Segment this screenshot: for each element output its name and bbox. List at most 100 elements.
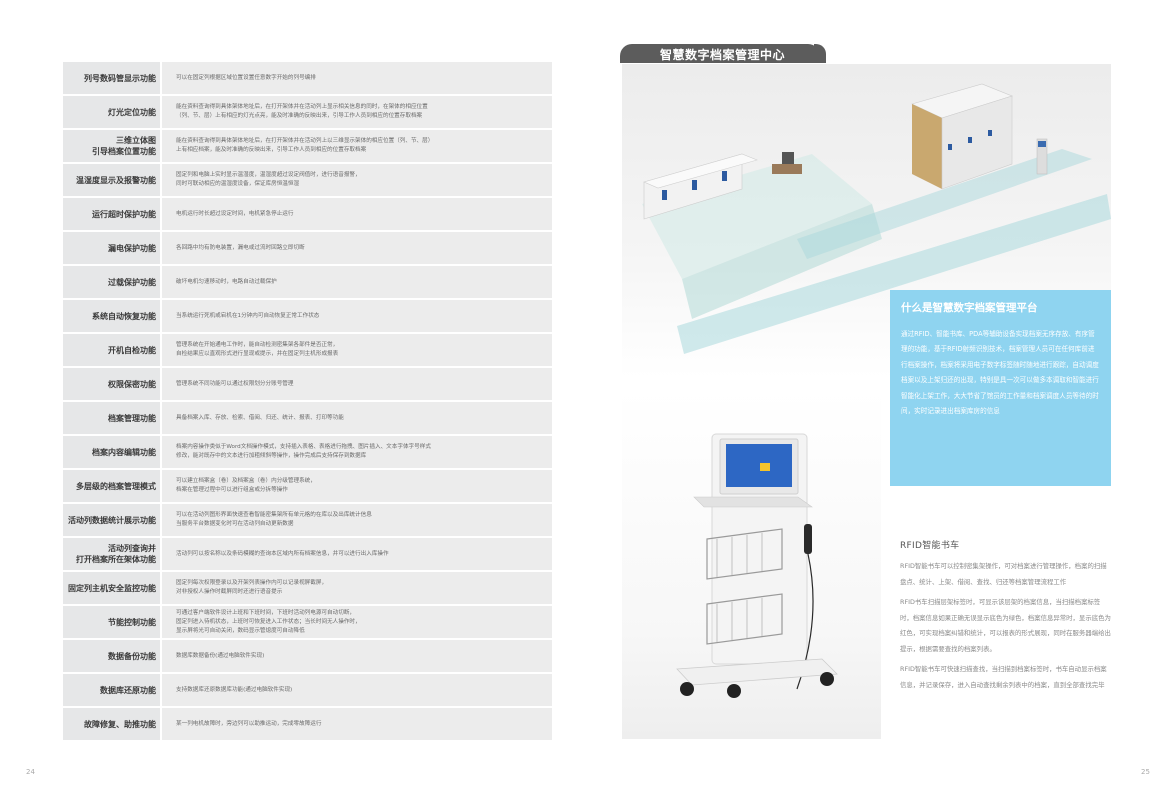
desk [772,164,802,174]
wheel [727,684,741,698]
cabinet-panel [662,190,667,200]
feature-name: 数据备份功能 [63,640,160,672]
feature-description: 可以在固定列根据区域位置设置任意数字开始的列号编排 [162,62,552,94]
desk-monitor [782,152,794,164]
table-row: 多层级的档案管理模式可以建立档案盒（卷）及档案盒（卷）内分级管理系统， 档案在管… [63,470,552,502]
shelving-front [941,95,1013,190]
wheel [820,672,834,686]
page-number-left: 24 [26,768,35,776]
feature-description: 支持数据库还原数据库功能(通过电脑软件实现) [162,674,552,706]
rfid-cart-photo [622,389,881,739]
cabinet-panel [722,171,727,181]
feature-description: 具备档案入库、存放、检索、借阅、归还、统计、报表、打印等功能 [162,402,552,434]
table-row: 过载保护功能破坏电机匀速移动时，电路自动过载保护 [63,266,552,298]
feature-description: 各回路中均有防电装置，漏电或过流时回路立即切断 [162,232,552,264]
table-row: 列号数码管显示功能可以在固定列根据区域位置设置任意数字开始的列号编排 [63,62,552,94]
info-box-body: 通过RFID、智能书库、PDA等辅助设备实现档案无序存放、有序管理的功能，基于R… [901,330,1099,416]
feature-name: 档案内容编辑功能 [63,436,160,468]
feature-name: 灯光定位功能 [63,96,160,128]
upper-basket [706,528,783,580]
feature-description: 破坏电机匀速移动时，电路自动过载保护 [162,266,552,298]
table-row: 活动列查询并 打开档案所在架体功能活动列可以按名称以及条码模糊的查询本区域内所有… [63,538,552,570]
table-row: 系统自动恢复功能当系统运行死机或宕机在1分钟内可自动恢复正常工作状态 [63,300,552,332]
rfid-cart-section: RFID智能书车 RFID智能书车可以控制密集架操作，可对档案进行管理操作，档案… [900,538,1112,698]
glass-wall-front [677,194,1111,354]
feature-name: 活动列查询并 打开档案所在架体功能 [63,538,160,570]
feature-name: 故障修复、助推功能 [63,708,160,740]
table-row: 权限保密功能管理系统不同功能可以通过权限划分分账号管理 [63,368,552,400]
table-row: 灯光定位功能能在资料查询得到具体架体地址后，在打开架体并在活动列上显示相关信息的… [63,96,552,128]
rfid-paragraph: RFID书车扫描层架标签时，可显示该层架的档案信息，当扫描档案标签时，档案信息如… [900,598,1111,653]
rfid-title: RFID智能书车 [900,541,960,551]
feature-description: 固定列每次权限登录以及开架列表操作内可以记录视屏截屏， 对非授权人操作时截屏同时… [162,572,552,604]
feature-name: 系统自动恢复功能 [63,300,160,332]
shelving-side [912,104,942,189]
keyboard-tray [693,496,813,508]
rfid-paragraph: RFID智能书车可以控制密集架操作，可对档案进行管理操作，档案的扫描盘点、统计、… [900,562,1107,586]
feature-description: 当系统运行死机或宕机在1分钟内可自动恢复正常工作状态 [162,300,552,332]
table-row: 数据库还原功能支持数据库还原数据库功能(通过电脑软件实现) [63,674,552,706]
feature-description: 可以在活动列图形界面快速查看智能密集架所有单元格的在库以及出库统计信息 当服务平… [162,504,552,536]
feature-description: 电机运行时长超过设定时间，电机紧急停止运行 [162,198,552,230]
archive-room-illustration [642,83,1111,354]
table-row: 数据备份功能数据库数据备份(通过电脑软件实现) [63,640,552,672]
feature-name: 权限保密功能 [63,368,160,400]
glass-wall-left [642,154,872,279]
platform-info-box: 什么是智慧数字档案管理平台 通过RFID、智能书库、PDA等辅助设备实现档案无序… [890,290,1111,486]
cart-monitor-screen [726,444,792,487]
feature-name: 三维立体图 引导档案位置功能 [63,130,160,162]
rfid-paragraph: RFID智能书车可快速扫描查找，当扫描到档案标签时，书车自动显示档案信息，并记录… [900,665,1107,689]
rfid-cart-illustration [676,433,838,698]
feature-name: 固定列主机安全监控功能 [63,572,160,604]
feature-name: 节能控制功能 [63,606,160,638]
feature-name: 列号数码管显示功能 [63,62,160,94]
kiosk-screen [1038,141,1046,147]
left-cabinet-top [643,153,758,189]
scanner-gun [804,524,812,554]
shelving-panel [968,137,972,143]
feature-name: 过载保护功能 [63,266,160,298]
feature-description: 某一列电机故障时，旁边列可以助推运动，完成零故障运行 [162,708,552,740]
feature-name: 多层级的档案管理模式 [63,470,160,502]
section-header-bar [620,44,826,63]
table-row: 漏电保护功能各回路中均有防电装置，漏电或过流时回路立即切断 [63,232,552,264]
feature-name: 漏电保护功能 [63,232,160,264]
table-row: 开机自检功能管理系统在开始通电工作时，能自动检测密集架各部件是否正常， 自检结果… [63,334,552,366]
feature-name: 开机自检功能 [63,334,160,366]
feature-name: 活动列数据统计展示功能 [63,504,160,536]
feature-description: 能在资料查询得到具体架体地址后，在打开架体并在活动列上显示相关信息的同时，在架体… [162,96,552,128]
page-number-right: 25 [1141,768,1150,776]
wheel [680,682,694,696]
kiosk [1036,138,1048,175]
feature-name: 数据库还原功能 [63,674,160,706]
feature-description: 档案内容操作类似于Word文档操作模式，支持插入表格、表格进行拖拽、图片插入、文… [162,436,552,468]
feature-name: 运行超时保护功能 [63,198,160,230]
shelving-panel [948,144,952,150]
shelving-panel [988,130,992,136]
table-row: 温湿度显示及报警功能固定列和电脑上实时显示温湿度，温湿度超过设定阀值时，进行语音… [63,164,552,196]
glass-wall-mid [797,149,1092,259]
table-row: 活动列数据统计展示功能可以在活动列图形界面快速查看智能密集架所有单元格的在库以及… [63,504,552,536]
feature-description: 可通过客户端软件设计上班和下班时间，下班时活动列电源可自动切断， 固定列进入待机… [162,606,552,638]
feature-description: 管理系统在开始通电工作时，能自动检测密集架各部件是否正常， 自检结果应以直观形式… [162,334,552,366]
feature-description: 数据库数据备份(通过电脑软件实现) [162,640,552,672]
feature-name: 档案管理功能 [63,402,160,434]
feature-description: 可以建立档案盒（卷）及档案盒（卷）内分级管理系统， 档案在管理过程中可以进行组盒… [162,470,552,502]
feature-description: 固定列和电脑上实时显示温湿度，温湿度超过设定阀值时，进行语音报警， 同时可联动相… [162,164,552,196]
table-row: 故障修复、助推功能某一列电机故障时，旁边列可以助推运动，完成零故障运行 [63,708,552,740]
info-box-title: 什么是智慧数字档案管理平台 [901,302,1038,314]
table-row: 固定列主机安全监控功能固定列每次权限登录以及开架列表操作内可以记录视屏截屏， 对… [63,572,552,604]
lower-basket [706,593,783,645]
feature-description: 管理系统不同功能可以通过权限划分分账号管理 [162,368,552,400]
cart-base [676,658,838,686]
table-row: 档案内容编辑功能档案内容操作类似于Word文档操作模式，支持插入表格、表格进行拖… [63,436,552,468]
feature-name: 温湿度显示及报警功能 [63,164,160,196]
section-title: 智慧数字档案管理中心 [660,48,786,62]
table-row: 档案管理功能具备档案入库、存放、检索、借阅、归还、统计、报表、打印等功能 [63,402,552,434]
table-row: 三维立体图 引导档案位置功能能在资料查询得到具体架体地址后，在打开架体并在活动列… [63,130,552,162]
cabinet-panel [692,180,697,190]
table-row: 节能控制功能可通过客户端软件设计上班和下班时间，下班时活动列电源可自动切断， 固… [63,606,552,638]
feature-description: 能在资料查询得到具体架体地址后，在打开架体并在活动列上以三维显示架体的相应位置（… [162,130,552,162]
feature-description: 活动列可以按名称以及条码模糊的查询本区域内所有档案信息，并可以进行出入库操作 [162,538,552,570]
table-row: 运行超时保护功能电机运行时长超过设定时间，电机紧急停止运行 [63,198,552,230]
